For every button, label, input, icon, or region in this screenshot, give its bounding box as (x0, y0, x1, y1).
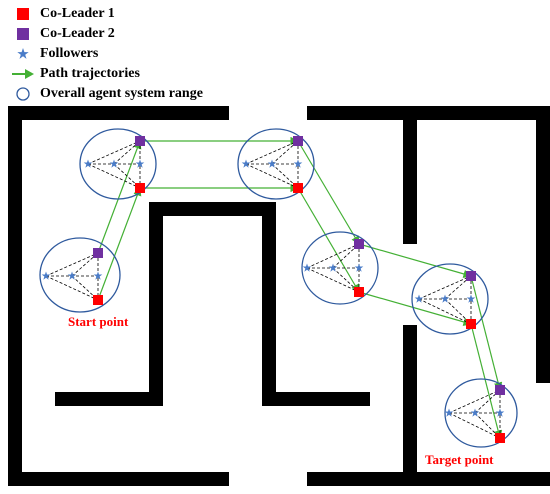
formation-3 (237, 128, 315, 200)
co-leader-2-marker (354, 239, 364, 249)
formation-5 (411, 263, 489, 335)
co-leader-1-marker (466, 319, 476, 329)
co-leader-2-marker (93, 248, 103, 258)
legend-co-leader-2: Co-Leader 2 (12, 24, 115, 44)
wall-middle-right (262, 202, 276, 406)
follower-star-icon (241, 159, 251, 168)
system-range-circle (237, 128, 315, 200)
path-segment (97, 140, 142, 254)
legend: Co-Leader 1 Co-Leader 2 Followers Path t… (0, 0, 260, 106)
legend-co-leader-1: Co-Leader 1 (12, 4, 115, 24)
system-range-circle (39, 237, 121, 313)
co-leader-2-marker (135, 136, 145, 146)
wall-bottom-left (8, 472, 229, 486)
path-segment (470, 323, 503, 439)
formation-start (39, 237, 121, 313)
path-segment (297, 187, 360, 293)
co-leader-1-marker (354, 287, 364, 297)
purple-square-icon (12, 24, 34, 44)
legend-label-co-leader-1: Co-Leader 1 (40, 6, 115, 21)
red-square-icon (12, 4, 34, 24)
legend-path-trajectories: Path trajectories (12, 64, 140, 84)
maze-walls (8, 106, 550, 486)
wall-pillar-upper (403, 106, 417, 244)
legend-followers: Followers (12, 44, 98, 64)
path-segment (470, 275, 503, 391)
legend-label-co-leader-2: Co-Leader 2 (40, 26, 115, 41)
wall-middle-left (149, 202, 163, 406)
wall-bottom-ledge-left (55, 392, 163, 406)
follower-star-icon (444, 408, 454, 417)
wall-right-top (536, 106, 550, 383)
green-arrow-icon (12, 64, 34, 84)
follower-star-icon (83, 159, 93, 168)
follower-star-icon (41, 271, 51, 280)
start-point-label: Start point (68, 314, 129, 329)
co-leader-1-marker (93, 295, 103, 305)
system-range-circle (79, 128, 157, 200)
formation-2 (79, 128, 157, 200)
wall-bottom-ledge-right (262, 392, 370, 406)
wall-middle-top (149, 202, 276, 216)
blue-circle-icon (12, 84, 34, 104)
wall-pillar-lower (403, 325, 417, 486)
co-leader-1-marker (495, 433, 505, 443)
co-leader-1-marker (293, 183, 303, 193)
co-leader-2-marker (495, 385, 505, 395)
legend-label-followers: Followers (40, 46, 99, 61)
wall-top-left (8, 106, 229, 120)
formation-target (444, 378, 518, 448)
path-trajectories (97, 136, 503, 439)
system-range-circle (444, 378, 518, 448)
formation-4 (301, 231, 379, 305)
wall-top-right (307, 106, 550, 120)
path-segment (97, 187, 142, 301)
co-leader-1-marker (135, 183, 145, 193)
co-leader-2-marker (293, 136, 303, 146)
system-range-circle (411, 263, 489, 335)
co-leader-2-marker (466, 271, 476, 281)
path-segment (358, 243, 472, 278)
target-point-label: Target point (425, 452, 494, 467)
wall-bottom-right (307, 472, 550, 486)
legend-label-system-range: Overall agent system range (40, 86, 203, 101)
legend-system-range: Overall agent system range (12, 84, 203, 104)
follower-star-icon (414, 294, 424, 303)
wall-left (8, 106, 22, 486)
blue-star-icon (12, 44, 34, 64)
legend-label-path-trajectories: Path trajectories (40, 66, 140, 81)
system-range-circle (301, 231, 379, 305)
path-segment (358, 291, 472, 326)
path-segment (297, 140, 360, 245)
follower-star-icon (302, 263, 312, 272)
